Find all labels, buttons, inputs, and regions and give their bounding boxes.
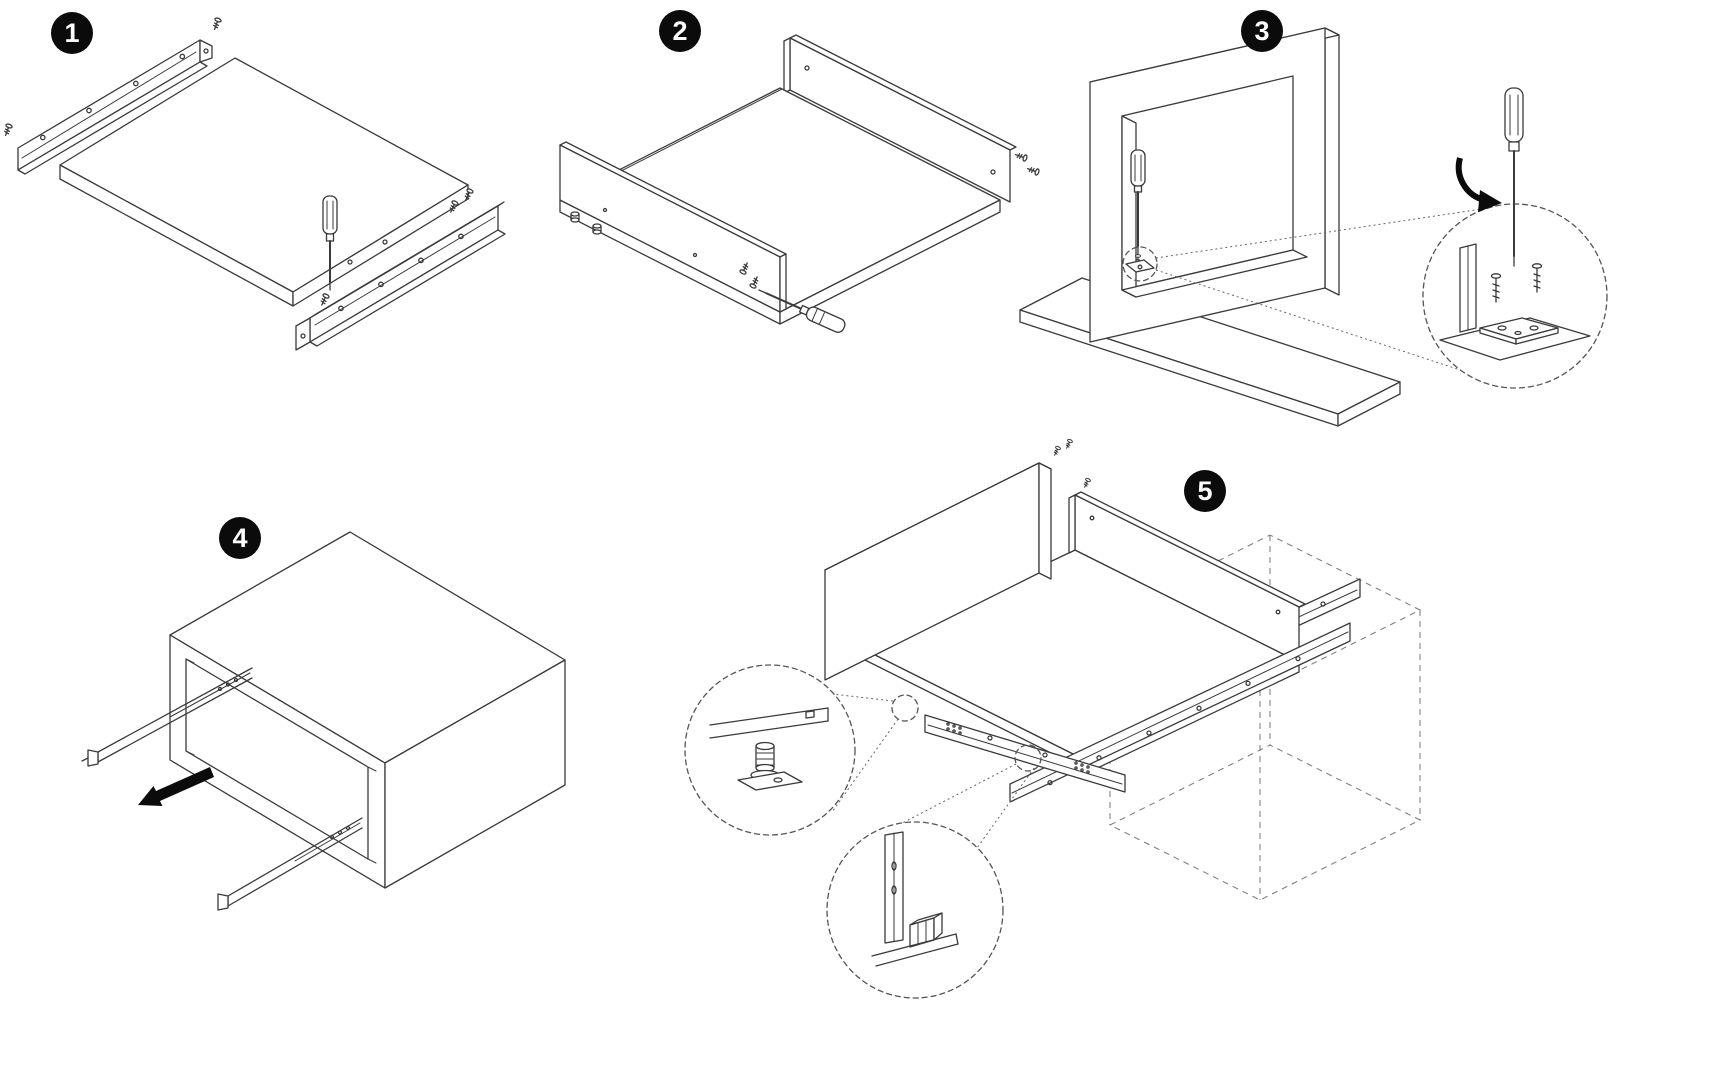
slide-rail-left (17, 39, 213, 175)
step-5-illustration (684, 438, 1422, 999)
callout-line (976, 767, 1035, 849)
upright-frame-panel (1089, 27, 1340, 343)
rotation-arrow-icon (1455, 157, 1502, 212)
screw-icon (1, 122, 14, 138)
callout-marker-circle (891, 694, 919, 722)
extended-slide-rail-lower (217, 817, 363, 911)
slide-rail-right (295, 201, 506, 351)
zoom-detail-circle (1422, 87, 1608, 389)
screw-icon (1490, 273, 1502, 303)
screwdriver-icon (1504, 87, 1524, 267)
zoom-detail-rail-pin (684, 664, 856, 836)
leveling-foot (592, 223, 602, 235)
callout-marker-circle (1122, 246, 1158, 282)
drawer-front-panel (559, 141, 787, 313)
pull-direction-arrow-icon (138, 767, 214, 806)
screwdriver-icon (322, 195, 338, 291)
drawer-bottom-panel (59, 57, 469, 307)
extended-slide-rail-upper (81, 667, 253, 767)
slide-rail-left (924, 714, 1126, 793)
screwdriver-icon (1130, 149, 1146, 255)
screw-icon (1531, 263, 1543, 293)
screw-icon (1081, 477, 1092, 489)
drawer-back-panel (783, 34, 1017, 203)
step-4-illustration (81, 531, 566, 911)
corner-bracket-detail (1479, 317, 1559, 345)
step-3-illustration (1019, 27, 1608, 427)
callout-marker-circle (1014, 744, 1042, 772)
callout-line (831, 718, 899, 813)
step-3-badge: 3 (1241, 10, 1283, 52)
step-2-illustration (559, 34, 1041, 333)
screw-icon (1051, 445, 1062, 457)
step-4-badge: 4 (219, 517, 261, 559)
callout-line (1155, 203, 1516, 259)
corner-bracket (1125, 259, 1155, 273)
zoom-detail-latch-clip (826, 821, 1004, 999)
step-2-badge: 2 (659, 10, 701, 52)
step-1-illustration (1, 16, 506, 351)
screwdriver-icon (758, 289, 846, 333)
drawer-front-panel (824, 462, 1052, 681)
step-1-badge: 1 (51, 12, 93, 54)
step-5-badge: 5 (1184, 470, 1226, 512)
cabinet-box (169, 531, 566, 889)
screw-icon (210, 16, 223, 32)
leveling-foot (570, 211, 580, 223)
screw-icon (1063, 438, 1074, 450)
screw-icon (318, 292, 331, 308)
